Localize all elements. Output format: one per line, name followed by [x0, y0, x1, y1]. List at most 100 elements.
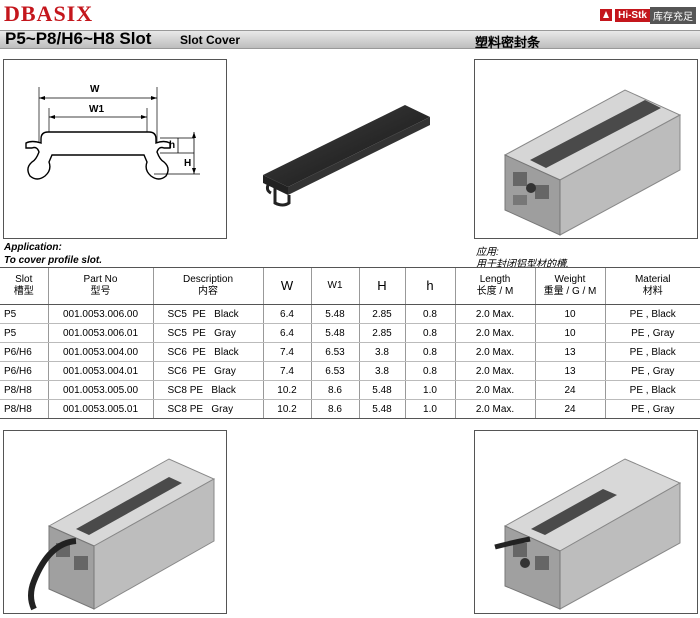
cell-h: 0.8	[404, 361, 455, 381]
application-label: Application:	[4, 242, 62, 253]
page-title: P5~P8/H6~H8 Slot	[5, 29, 152, 48]
cell-h: 1.0	[404, 399, 455, 419]
cell-slot: P6/H6	[0, 342, 48, 362]
cell-w: 7.4	[262, 342, 311, 362]
dim-w-label: W	[90, 84, 100, 95]
cell-H: 5.48	[358, 399, 405, 419]
cell-w: 7.4	[262, 361, 311, 381]
table-row: P8/H8 001.0053.005.00 SC8 PE Black 10.2 …	[0, 380, 700, 400]
cell-description: SC6 PE Black	[152, 342, 263, 362]
header-w: W	[262, 267, 311, 305]
cell-length: 2.0 Max.	[454, 342, 535, 362]
cell-material: PE , Gray	[604, 323, 700, 343]
slot-cover-strip-image	[263, 105, 430, 207]
application-text-cn: 用于封闭铝型材的槽.	[476, 259, 569, 270]
cell-length: 2.0 Max.	[454, 380, 535, 400]
cell-part-no: 001.0053.005.00	[47, 380, 153, 400]
hi-stk-label: Hi-Stk	[615, 8, 650, 22]
cell-H: 3.8	[358, 361, 405, 381]
cell-weight: 10	[534, 323, 605, 343]
cell-description: SC5 PE Gray	[152, 323, 263, 343]
table-row: P8/H8 001.0053.005.01 SC8 PE Gray 10.2 8…	[0, 399, 700, 419]
cell-part-no: 001.0053.004.01	[47, 361, 153, 381]
cell-h: 0.8	[404, 323, 455, 343]
dim-h-small-label: h	[169, 140, 176, 151]
cell-material: PE , Gray	[604, 361, 700, 381]
cell-slot: P8/H8	[0, 399, 48, 419]
table-row: P5 001.0053.006.01 SC5 PE Gray 6.4 5.48 …	[0, 323, 700, 343]
cell-description: SC5 PE Black	[152, 304, 263, 324]
brand-logo: DBASIX	[4, 1, 94, 26]
cell-w1: 6.53	[310, 361, 359, 381]
cell-H: 2.85	[358, 304, 405, 324]
cell-h: 0.8	[404, 342, 455, 362]
cell-h: 1.0	[404, 380, 455, 400]
stock-label: 库存充足	[650, 6, 696, 24]
dim-h-label: H	[184, 158, 192, 169]
brand-mark-icon	[600, 9, 613, 21]
cell-w1: 8.6	[310, 380, 359, 400]
cell-H: 5.48	[358, 380, 405, 400]
insertion-image-left	[3, 430, 227, 614]
cell-slot: P8/H8	[0, 380, 48, 400]
cell-w1: 5.48	[310, 304, 359, 324]
cell-H: 2.85	[358, 323, 405, 343]
cell-description: SC8 PE Gray	[152, 399, 263, 419]
cell-description: SC6 PE Gray	[152, 361, 263, 381]
cell-part-no: 001.0053.006.01	[47, 323, 153, 343]
dim-w1-label: W1	[89, 104, 104, 115]
cell-w: 10.2	[262, 399, 311, 419]
application-label-cn: 应用:	[476, 247, 499, 258]
header-h: h	[404, 267, 455, 305]
cell-material: PE , Black	[604, 342, 700, 362]
cell-slot: P5	[0, 304, 48, 324]
cell-w1: 6.53	[310, 342, 359, 362]
header-H: H	[358, 267, 405, 305]
cell-w: 6.4	[262, 304, 311, 324]
cell-w: 10.2	[262, 380, 311, 400]
title-bar	[0, 30, 700, 49]
cell-h: 0.8	[404, 304, 455, 324]
cell-weight: 13	[534, 361, 605, 381]
application-text: To cover profile slot.	[4, 255, 102, 266]
page-title-cn: 塑料密封条	[475, 35, 541, 50]
cell-length: 2.0 Max.	[454, 399, 535, 419]
table-row: P6/H6 001.0053.004.00 SC6 PE Black 7.4 6…	[0, 342, 700, 362]
cross-section-drawing: W W1 h H	[3, 59, 227, 239]
page-subtitle: Slot Cover	[180, 33, 241, 47]
table-row: P5 001.0053.006.00 SC5 PE Black 6.4 5.48…	[0, 304, 700, 324]
cell-length: 2.0 Max.	[454, 323, 535, 343]
cell-description: SC8 PE Black	[152, 380, 263, 400]
cell-length: 2.0 Max.	[454, 304, 535, 324]
header-w1: W1	[310, 267, 359, 305]
cell-part-no: 001.0053.005.01	[47, 399, 153, 419]
cell-weight: 24	[534, 380, 605, 400]
cell-part-no: 001.0053.006.00	[47, 304, 153, 324]
cell-part-no: 001.0053.004.00	[47, 342, 153, 362]
cell-w1: 8.6	[310, 399, 359, 419]
cell-weight: 13	[534, 342, 605, 362]
cell-slot: P6/H6	[0, 361, 48, 381]
cell-material: PE , Black	[604, 304, 700, 324]
table-row: P6/H6 001.0053.004.01 SC6 PE Gray 7.4 6.…	[0, 361, 700, 381]
profile-with-cover-image	[474, 59, 698, 239]
cell-material: PE , Gray	[604, 399, 700, 419]
cell-weight: 24	[534, 399, 605, 419]
cell-material: PE , Black	[604, 380, 700, 400]
cell-w: 6.4	[262, 323, 311, 343]
cell-weight: 10	[534, 304, 605, 324]
cell-slot: P5	[0, 323, 48, 343]
cell-length: 2.0 Max.	[454, 361, 535, 381]
stock-badge: Hi-Stk 库存充足	[599, 6, 696, 24]
cell-w1: 5.48	[310, 323, 359, 343]
cell-H: 3.8	[358, 342, 405, 362]
insertion-image-right	[474, 430, 698, 614]
